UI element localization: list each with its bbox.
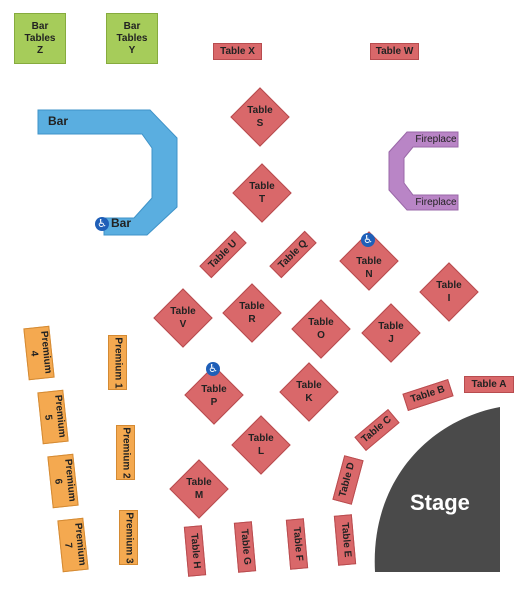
table-j-word: Table bbox=[378, 321, 404, 332]
table-o-letter: O bbox=[317, 330, 325, 341]
table-i-word: Table bbox=[436, 280, 462, 291]
table-i-label: Table I bbox=[419, 277, 479, 307]
table-o-label: Table O bbox=[291, 314, 351, 344]
bar-tables-z-label-2: Tables bbox=[24, 32, 56, 44]
table-p-label: Table P bbox=[184, 381, 244, 411]
fireplace-lower-label: Fireplace bbox=[415, 196, 457, 208]
table-x[interactable]: Table X bbox=[213, 43, 262, 60]
wheelchair-icon: ♿ bbox=[361, 233, 375, 247]
table-r-letter: R bbox=[248, 314, 256, 325]
table-i-letter: I bbox=[447, 293, 451, 304]
bar-tables-y-label-3: Y bbox=[128, 44, 136, 56]
table-s-label: Table S bbox=[230, 102, 290, 132]
table-n-word: Table bbox=[356, 256, 382, 267]
premium-3-label: Premium 3 bbox=[123, 511, 135, 564]
table-j-label: Table J bbox=[361, 318, 421, 348]
table-l-word: Table bbox=[248, 433, 274, 444]
table-k-letter: K bbox=[305, 393, 313, 404]
table-n-label: Table N bbox=[339, 253, 399, 283]
table-t-letter: T bbox=[258, 194, 266, 205]
premium-7-num: 7 bbox=[61, 542, 74, 549]
premium-6[interactable]: Premium 6 bbox=[47, 453, 79, 509]
premium-5-num: 5 bbox=[41, 414, 54, 421]
fireplace bbox=[388, 131, 459, 211]
table-v-letter: V bbox=[179, 319, 187, 330]
table-t-word: Table bbox=[249, 181, 275, 192]
table-k-label: Table K bbox=[279, 377, 339, 407]
bar-tables-y-label-2: Tables bbox=[116, 32, 148, 44]
table-e-label: Table E bbox=[338, 522, 353, 558]
premium-7[interactable]: Premium 7 bbox=[57, 517, 89, 573]
premium-3[interactable]: Premium 3 bbox=[119, 510, 138, 565]
premium-1[interactable]: Premium 1 bbox=[108, 335, 127, 390]
premium-6-text: Premium 6 bbox=[49, 458, 77, 503]
table-h-label: Table H bbox=[188, 532, 203, 570]
stage bbox=[374, 407, 500, 572]
bar-tables-z[interactable]: Bar Tables Z bbox=[14, 13, 66, 64]
bar-tables-z-label-3: Z bbox=[36, 44, 44, 56]
table-j-letter: J bbox=[388, 334, 394, 345]
table-s-word: Table bbox=[247, 105, 273, 116]
table-t-label: Table T bbox=[232, 178, 292, 208]
premium-4-num: 4 bbox=[27, 350, 40, 357]
table-g-label: Table G bbox=[238, 528, 253, 566]
table-m-word: Table bbox=[186, 477, 212, 488]
premium-2-label: Premium 2 bbox=[120, 426, 132, 479]
bar-lower-label: Bar bbox=[111, 216, 132, 230]
stage-label: Stage bbox=[410, 490, 470, 515]
premium-7-text: Premium 7 bbox=[59, 522, 87, 567]
table-p-word: Table bbox=[201, 384, 227, 395]
table-m-letter: M bbox=[194, 490, 204, 501]
table-p-letter: P bbox=[210, 397, 218, 408]
bar-tables-y[interactable]: Bar Tables Y bbox=[106, 13, 158, 64]
premium-5[interactable]: Premium 5 bbox=[37, 389, 69, 445]
premium-4[interactable]: Premium 4 bbox=[23, 325, 55, 381]
premium-5-text: Premium 5 bbox=[39, 394, 67, 439]
table-k-word: Table bbox=[296, 380, 322, 391]
table-f-label: Table F bbox=[290, 526, 305, 562]
table-r-word: Table bbox=[239, 301, 265, 312]
table-l-letter: L bbox=[257, 446, 265, 457]
table-n-letter: N bbox=[365, 269, 373, 280]
bar-label: Bar bbox=[48, 114, 69, 128]
bar-counter[interactable] bbox=[37, 109, 178, 236]
premium-6-num: 6 bbox=[51, 478, 64, 485]
fireplace-upper-label: Fireplace bbox=[415, 133, 457, 145]
premium-1-label: Premium 1 bbox=[112, 336, 124, 389]
wheelchair-icon: ♿ bbox=[95, 217, 109, 231]
table-r-label: Table R bbox=[222, 298, 282, 328]
wheelchair-icon: ♿ bbox=[206, 362, 220, 376]
table-s-letter: S bbox=[256, 118, 264, 129]
premium-2[interactable]: Premium 2 bbox=[116, 425, 135, 480]
table-a[interactable]: Table A bbox=[464, 376, 514, 393]
premium-4-text: Premium 4 bbox=[25, 330, 53, 375]
table-v-word: Table bbox=[170, 306, 196, 317]
table-m-label: Table M bbox=[169, 474, 229, 504]
bar-tables-z-label-1: Bar bbox=[31, 20, 49, 32]
table-v-label: Table V bbox=[153, 303, 213, 333]
bar-tables-y-label-1: Bar bbox=[123, 20, 141, 32]
table-w[interactable]: Table W bbox=[370, 43, 419, 60]
table-o-word: Table bbox=[308, 317, 334, 328]
table-l-label: Table L bbox=[231, 430, 291, 460]
